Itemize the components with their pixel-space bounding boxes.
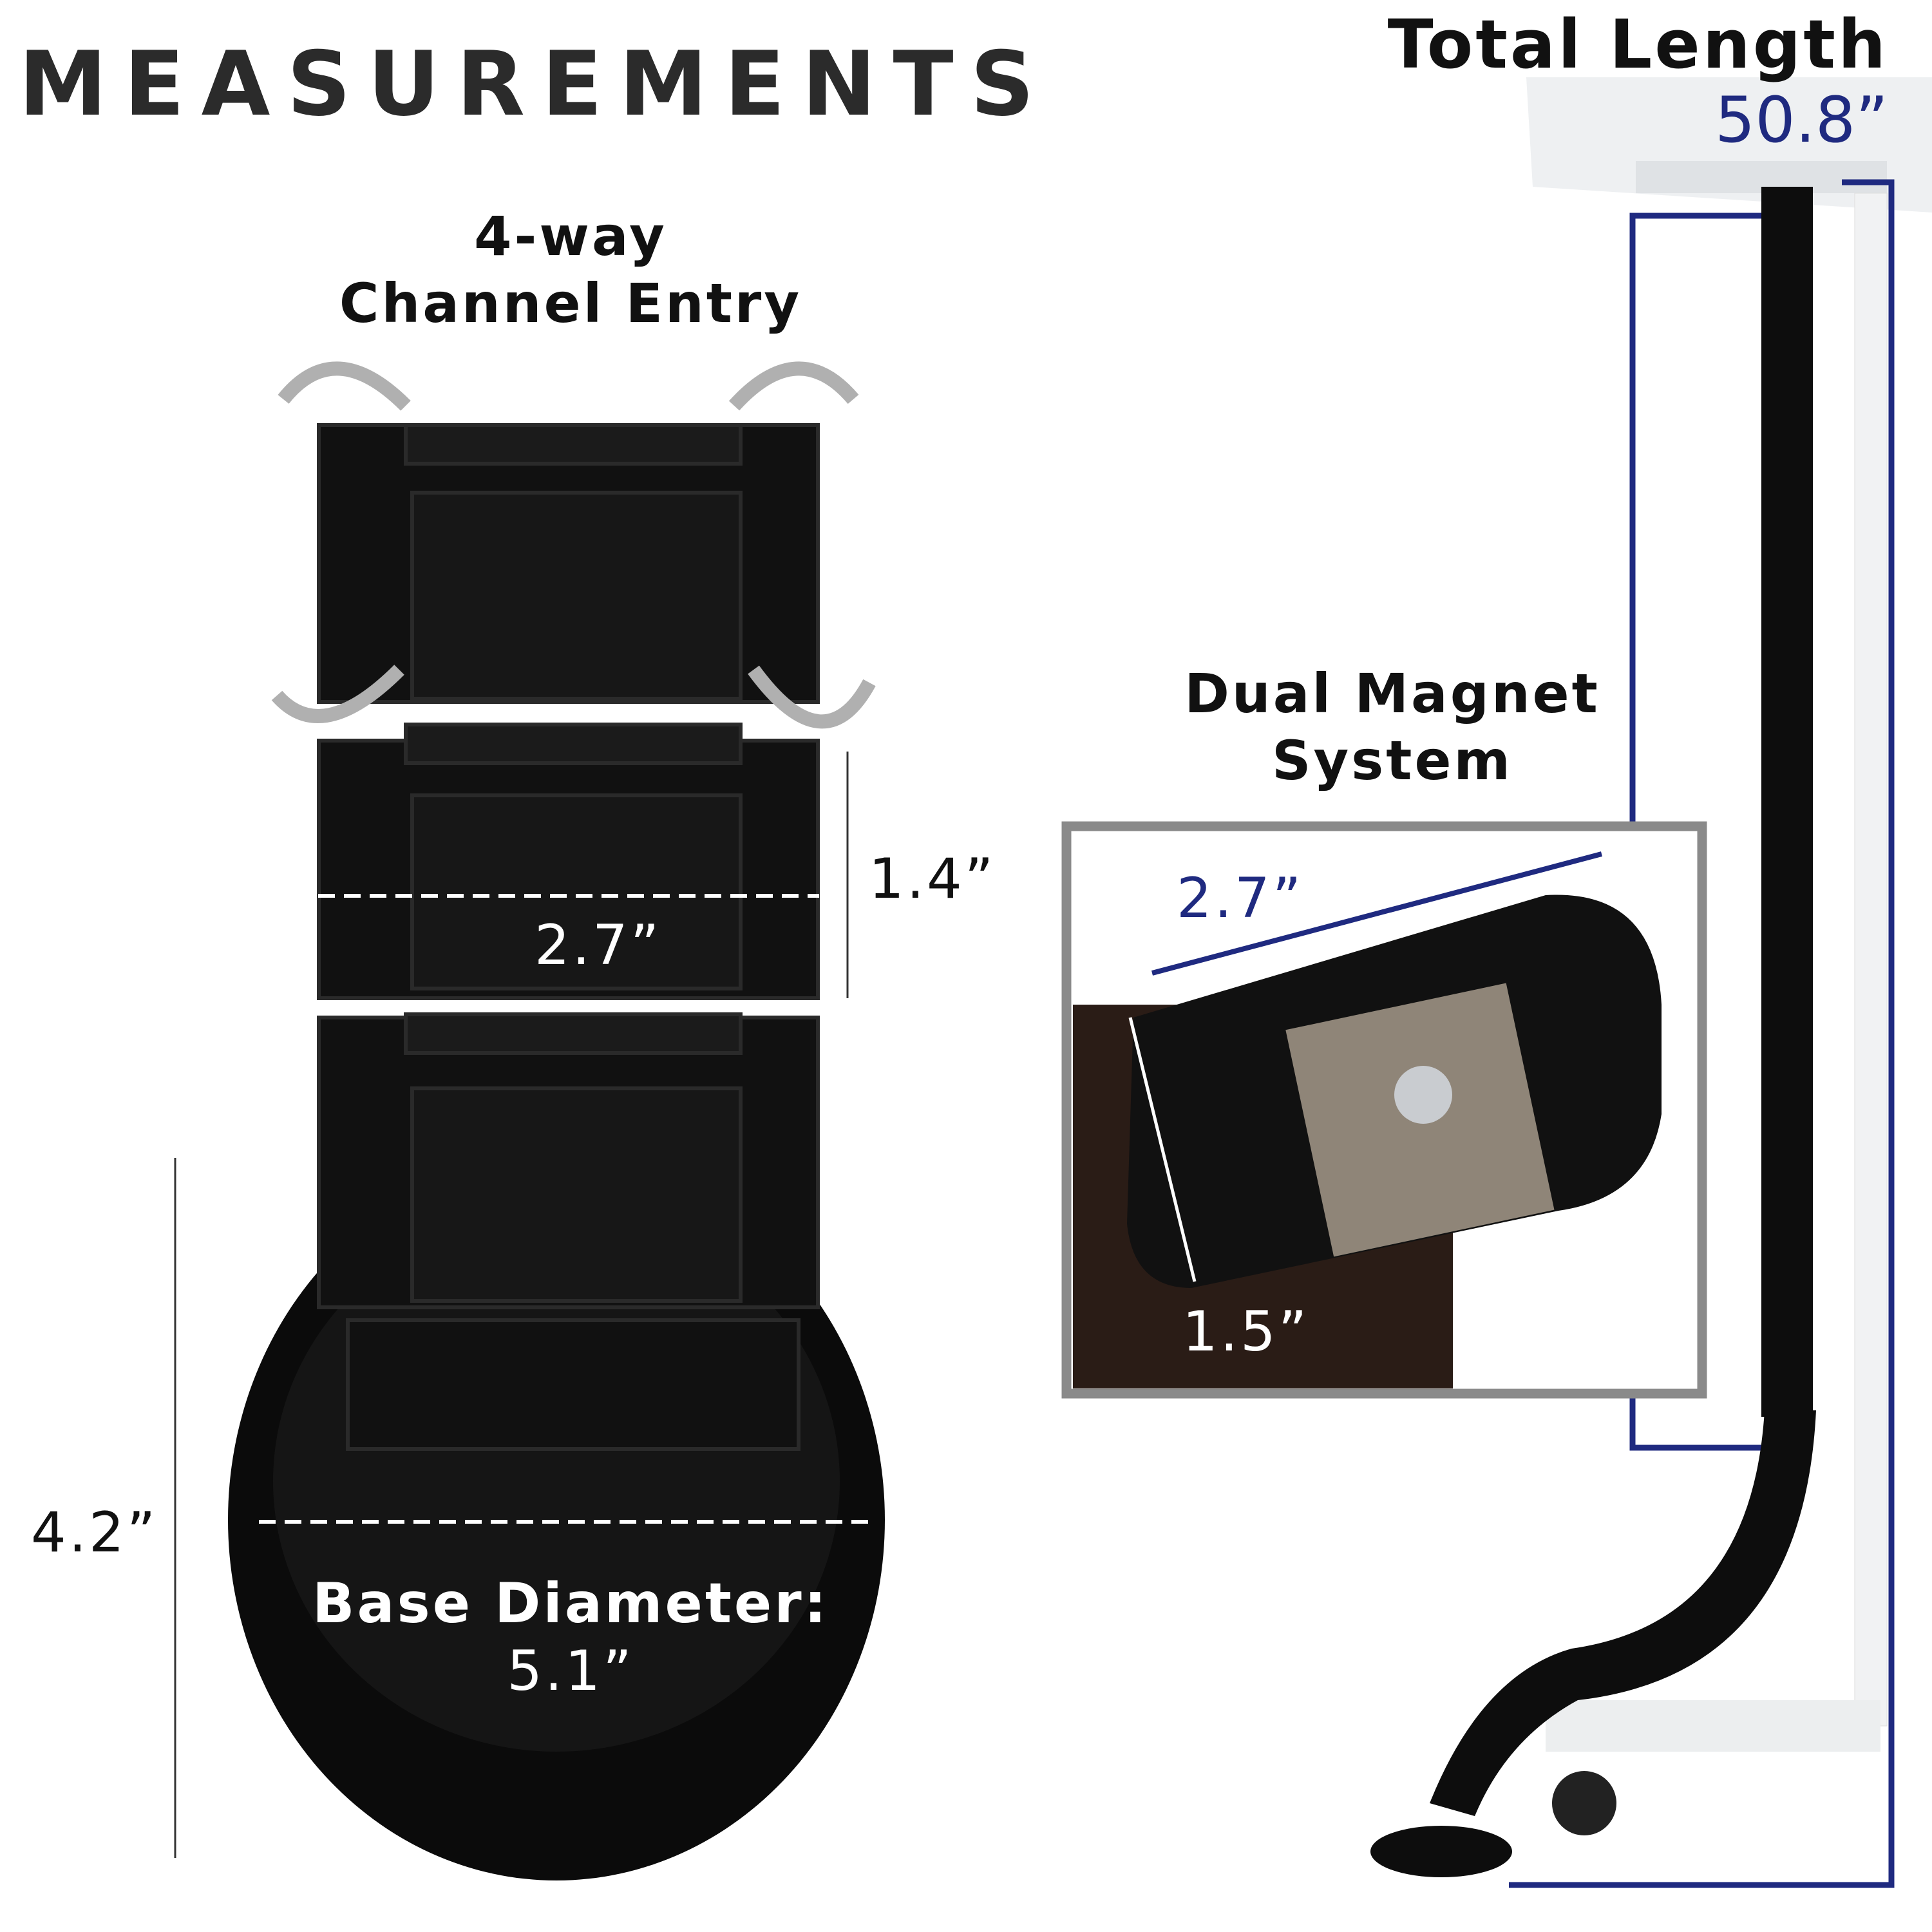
channel-entry-label: 4-way Channel Entry <box>313 203 828 337</box>
length-bracket-right <box>1509 179 1895 1888</box>
channel-entry-line1: 4-way <box>474 205 667 268</box>
segment-height-value: 1.4” <box>869 847 996 911</box>
total-length-value: 50.8” <box>1715 84 1888 157</box>
channel-entry-line2: Channel Entry <box>339 272 802 335</box>
segment-width-value: 2.7” <box>535 913 662 978</box>
base-diameter-value: 5.1” <box>507 1639 634 1703</box>
base-height-value: 4.2” <box>31 1501 158 1565</box>
magnet-line1: Dual Magnet <box>1184 662 1600 725</box>
magnet-line2: System <box>1272 729 1513 792</box>
magnet-width-line <box>1128 1017 1197 1282</box>
desk-leg <box>1854 193 1888 1727</box>
magnet-inset <box>1061 821 1707 1399</box>
magnet-system-label: Dual Magnet System <box>1135 660 1650 794</box>
base-diameter-label: Base Diameter: <box>312 1571 829 1636</box>
page-title: MEASUREMENTS <box>19 32 1051 136</box>
segment-stack <box>317 423 820 1451</box>
cable-spine <box>1370 187 1816 1877</box>
magnet-width-value: 1.5” <box>1182 1300 1310 1364</box>
magnet-length-value: 2.7” <box>1177 866 1304 931</box>
desk-foot <box>1546 1700 1880 1752</box>
total-length-label: Total Length <box>1387 5 1888 84</box>
rotation-arrows <box>271 361 876 729</box>
caster-wheel <box>1552 1771 1616 1835</box>
magnet-length-line <box>1151 851 1603 976</box>
